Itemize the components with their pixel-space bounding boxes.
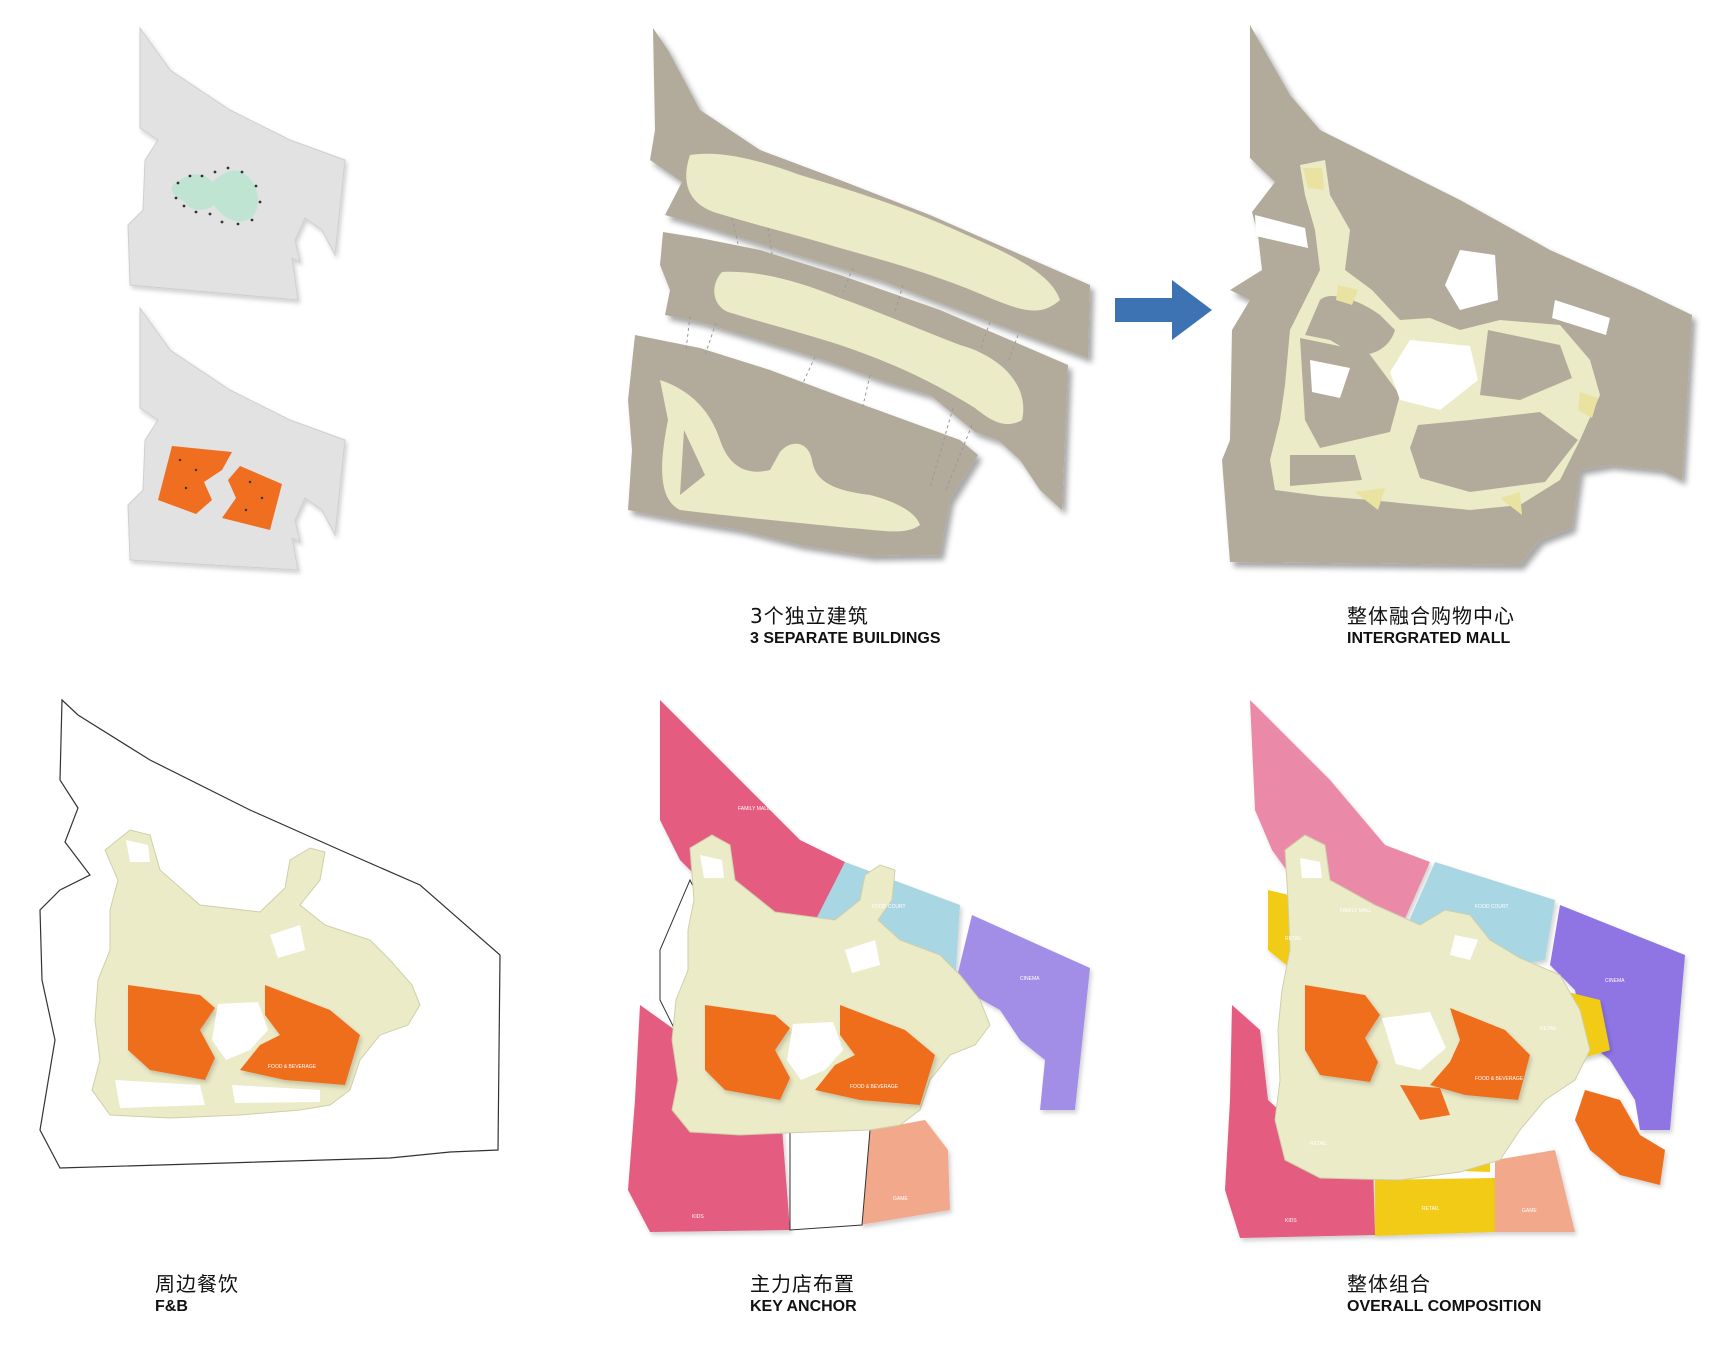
cinema-label: CINEMA: [1020, 976, 1040, 982]
caption-separate-zh: 3个独立建筑: [750, 604, 869, 628]
food-court-label: FOOD COURT: [872, 904, 906, 910]
caption-anchor-en: KEY ANCHOR: [750, 1298, 857, 1315]
game-zone: [860, 1120, 950, 1225]
caption-anchor-zh: 主力店布置: [750, 1272, 855, 1296]
site-plan-fnb-small: [127, 306, 346, 571]
cinema-zone: [955, 915, 1090, 1110]
caption-overall-en: OVERALL COMPOSITION: [1347, 1298, 1542, 1315]
caption-overall-zh: 整体组合: [1347, 1272, 1431, 1296]
overall-game: [1495, 1150, 1575, 1232]
caption-integrated-en: INTERGRATED MALL: [1347, 630, 1511, 647]
game-label: GAME: [893, 1196, 908, 1202]
key-anchor-plan: FAMILY MALL FOOD COURT CINEMA FOOD & BEV…: [628, 700, 1090, 1232]
fnb-block-east: [222, 466, 282, 530]
overall-plan: FAMILY MALL FOOD COURT CINEMA RETAIL RET…: [1225, 700, 1685, 1238]
caption-fnb-en: F&B: [155, 1298, 188, 1315]
integrated-mall: [1222, 25, 1692, 565]
landscape-area: [171, 170, 258, 222]
void-5: [1255, 215, 1308, 248]
family-mall-label: FAMILY MALL: [738, 806, 770, 812]
caption-overall: 整体组合 OVERALL COMPOSITION: [1347, 1272, 1541, 1317]
overall-cinema-label: CINEMA: [1605, 978, 1625, 984]
overall-food-court-label: FOOD COURT: [1475, 904, 1509, 910]
void-2: [1310, 360, 1350, 398]
void-3: [1390, 340, 1478, 410]
separate-buildings: [628, 28, 1090, 556]
overall-retail-label-4: RETAIL: [1422, 1206, 1439, 1212]
caption-fnb: 周边餐饮 F&B: [155, 1272, 239, 1317]
corridor-top: [686, 153, 1060, 311]
fnb-block-1: [128, 985, 215, 1080]
overall-retail-bottom: [1375, 1178, 1495, 1236]
corridor-middle: [714, 271, 1024, 425]
fnb-label-1: FOOD & BEVERAGE: [268, 1064, 317, 1070]
overall-fnb-label: FOOD & BEVERAGE: [1475, 1076, 1524, 1082]
kids-zone: [628, 1005, 790, 1232]
overall-kids-label: KIDS: [1285, 1218, 1297, 1224]
corridor-bottom: [660, 380, 920, 532]
overall-retail-label-3: RETAIL: [1310, 1141, 1327, 1147]
site-plan-landscape: [127, 26, 346, 301]
overall-retail-label-2: RETAIL: [1540, 1026, 1557, 1032]
caption-integrated-mall: 整体融合购物中心 INTERGRATED MALL: [1347, 604, 1515, 649]
caption-separate-buildings: 3个独立建筑 3 SEPARATE BUILDINGS: [750, 604, 941, 649]
fnb-plan: FOOD & BEVERAGE: [39, 698, 501, 1169]
overall-game-label: GAME: [1522, 1208, 1537, 1214]
overall-cinema: [1550, 905, 1685, 1130]
void-1: [1445, 250, 1498, 310]
caption-key-anchor: 主力店布置 KEY ANCHOR: [750, 1272, 857, 1317]
bridges: [685, 217, 1019, 491]
fnb-block-west: [158, 446, 232, 514]
right-arrow-icon: [1115, 280, 1212, 340]
caption-separate-en: 3 SEPARATE BUILDINGS: [750, 630, 941, 647]
anchor-fnb-2: [815, 1005, 935, 1105]
fnb-block-2: [240, 985, 360, 1085]
anchor-fnb-1: [705, 1005, 790, 1100]
void-4: [1552, 300, 1610, 335]
caption-fnb-zh: 周边餐饮: [155, 1272, 239, 1296]
overall-family-mall-label: FAMILY MALL: [1340, 908, 1372, 914]
anchor-fnb-label: FOOD & BEVERAGE: [850, 1084, 899, 1090]
kids-label: KIDS: [692, 1214, 704, 1220]
caption-integrated-zh: 整体融合购物中心: [1347, 604, 1515, 628]
overall-retail-label-1: RETAIL: [1285, 936, 1302, 942]
